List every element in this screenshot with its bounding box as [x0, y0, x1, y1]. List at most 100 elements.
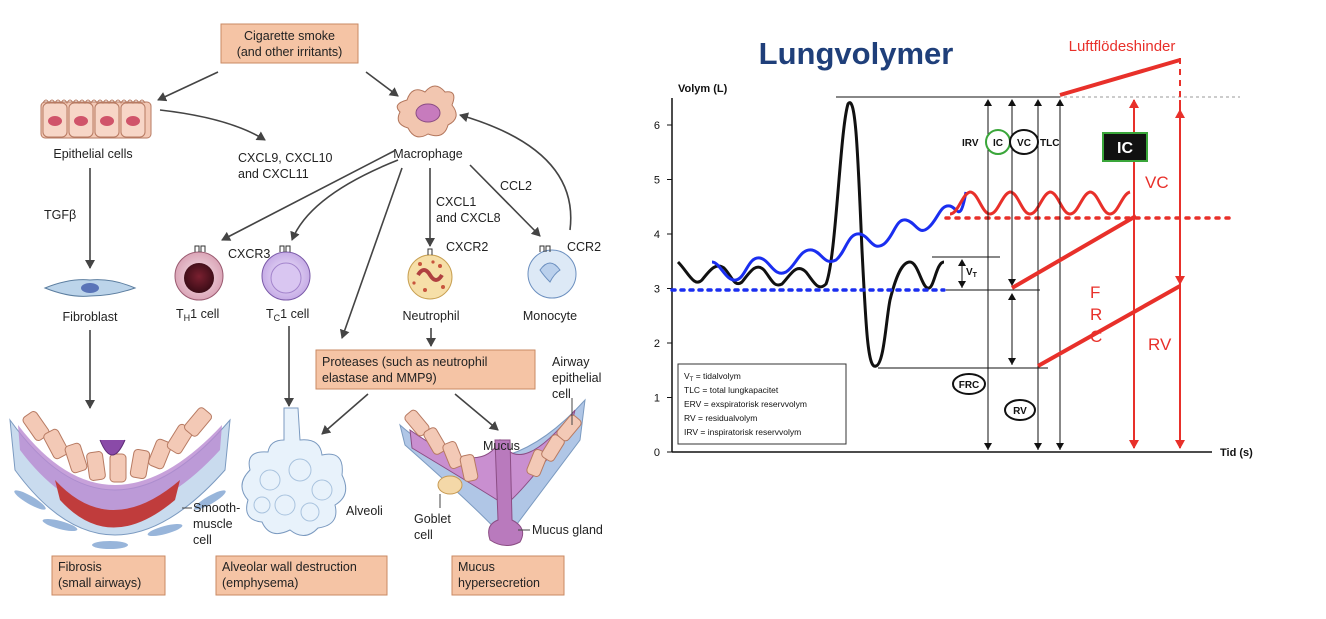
airway-epi-label-3: cell	[552, 387, 571, 401]
alveoli-illustration	[241, 407, 347, 536]
irv-label: IRV	[962, 138, 979, 149]
red-tlc-shift-line	[1059, 58, 1181, 97]
y-tick-label: 2	[654, 338, 660, 350]
mucus-hypersecretion-box: Mucus hypersecretion	[451, 555, 565, 596]
ic-badge: IC	[1102, 132, 1148, 162]
vt-label: VT	[966, 267, 978, 279]
y-ticks: 0 1 2 3 4 5 6	[654, 120, 672, 459]
y-tick-label: 0	[654, 447, 660, 459]
epithelial-label: Epithelial cells	[53, 147, 132, 161]
airflow-obstruction-label: Luftflödeshinder	[1069, 38, 1176, 55]
cell-pathway-diagram: Cigarette smoke (and other irritants) Ep…	[9, 23, 603, 596]
rv-oval	[1004, 399, 1036, 421]
mucus-label: Mucus	[483, 439, 520, 453]
rv-oval-label: RV	[1013, 406, 1027, 417]
y-axis-label: Volym (L)	[678, 83, 728, 95]
mucus-box-line-2: hypersecretion	[458, 576, 540, 590]
goblet-label-1: Goblet	[414, 512, 451, 526]
lung-volume-diagram: Lungvolymer Luftflödeshinder Volym (L) T…	[654, 36, 1253, 459]
mucus-box-line-1: Mucus	[458, 560, 495, 574]
proteases-line-2: elastase and MMP9)	[322, 371, 437, 385]
ccr2-label: CCR2	[567, 240, 601, 254]
monocyte-illustration	[527, 245, 577, 299]
smooth-muscle-label-1: Smooth-	[193, 501, 240, 515]
red-frc-r: R	[1090, 305, 1102, 324]
arrow-proteases-to-alveoli	[321, 393, 369, 435]
legend-tlc: TLC = total lungkapacitet	[684, 385, 779, 395]
macrophage-label: Macrophage	[393, 147, 463, 161]
arrow-smoke-to-epithelium	[157, 71, 219, 102]
frc-oval-label: FRC	[959, 380, 980, 391]
neutrophil-label: Neutrophil	[403, 309, 460, 323]
th1-label: TH1 cell	[176, 307, 219, 323]
epithelial-cells-illustration	[40, 99, 152, 139]
tlc-label: TLC	[1040, 138, 1059, 149]
smoke-line-2: (and other irritants)	[237, 45, 343, 59]
macrophage-illustration	[396, 85, 457, 138]
tc1-cell-illustration	[261, 245, 311, 301]
cxcl9-label-2: and CXCL11	[238, 167, 309, 181]
arrow-macrophage-to-proteases	[339, 167, 403, 339]
cigarette-smoke-box: Cigarette smoke (and other irritants)	[220, 23, 359, 64]
y-tick-label: 1	[654, 393, 660, 405]
red-frc-c: C	[1090, 327, 1102, 346]
red-rv-label: RV	[1148, 335, 1172, 354]
airway-epi-label-1: Airway	[552, 355, 590, 369]
mucus-gland-label: Mucus gland	[532, 523, 603, 537]
y-tick-label: 6	[654, 120, 660, 132]
arrow-epithelium-to-cxcl9	[159, 109, 266, 141]
spirometry-curve	[676, 101, 945, 368]
ccl2-label: CCL2	[500, 179, 532, 193]
y-tick-label: 5	[654, 175, 660, 187]
red-vc-label: VC	[1145, 173, 1169, 192]
alveolar-destruction-box: Alveolar wall destruction (emphysema)	[215, 555, 388, 596]
monocyte-label: Monocyte	[523, 309, 577, 323]
alveolar-line-1: Alveolar wall destruction	[222, 560, 357, 574]
lung-volume-title: Lungvolymer	[759, 36, 954, 71]
blue-tidal-curve	[711, 191, 968, 282]
legend-rv: RV = residualvolym	[684, 413, 757, 423]
th1-cell-illustration	[174, 245, 224, 301]
ic-circle-label: IC	[993, 138, 1003, 149]
red-frc-shift-line	[1010, 214, 1138, 290]
smooth-muscle-label-2: muscle	[193, 517, 233, 531]
cxcr3-label: CXCR3	[228, 247, 270, 261]
vc-circle	[1009, 129, 1039, 155]
arrow-macrophage-to-monocyte	[469, 164, 541, 237]
proteases-box: Proteases (such as neutrophil elastase a…	[315, 349, 536, 390]
fibrosis-line-1: Fibrosis	[58, 560, 102, 574]
airway-epi-label-2: epithelial	[552, 371, 601, 385]
arrow-smoke-to-macrophage	[365, 71, 399, 97]
cxcl1-label-1: CXCL1	[436, 195, 476, 209]
smoke-line-1: Cigarette smoke	[244, 29, 335, 43]
x-axis-label: Tid (s)	[1220, 447, 1253, 459]
legend-irv: IRV = inspiratorisk reservvolym	[684, 427, 801, 437]
fibrosis-box: Fibrosis (small airways)	[51, 555, 166, 596]
red-frc-f: F	[1090, 283, 1100, 302]
arrow-macrophage-to-tc1	[290, 159, 399, 241]
vc-circle-label: VC	[1017, 138, 1031, 149]
fibroblast-label: Fibroblast	[63, 310, 118, 324]
alveolar-line-2: (emphysema)	[222, 576, 298, 590]
tgfb-label: TGFβ	[44, 208, 76, 222]
goblet-label-2: cell	[414, 528, 433, 542]
cxcl9-label-1: CXCL9, CXCL10	[238, 151, 333, 165]
legend-erv: ERV = exspiratorisk reservvolym	[684, 399, 807, 409]
alveoli-label: Alveoli	[346, 504, 383, 518]
y-tick-label: 4	[654, 229, 660, 241]
red-tidal-curve	[949, 190, 1131, 216]
legend-vt: VT = tidalvolym	[684, 371, 741, 383]
proteases-line-1: Proteases (such as neutrophil	[322, 355, 487, 369]
arrow-proteases-to-mucus	[454, 393, 499, 431]
fibrosis-airway-illustration	[9, 407, 231, 549]
neutrophil-illustration	[407, 248, 453, 300]
ic-badge-label: IC	[1117, 140, 1133, 157]
smooth-muscle-label-3: cell	[193, 533, 212, 547]
cxcl1-label-2: and CXCL8	[436, 211, 501, 225]
lung-volume-legend: VT = tidalvolym TLC = total lungkapacite…	[677, 363, 847, 445]
arrow-monocyte-to-macrophage	[459, 112, 572, 231]
frc-oval	[952, 373, 986, 395]
fibroblast-illustration	[43, 279, 137, 297]
y-tick-label: 3	[654, 284, 660, 296]
